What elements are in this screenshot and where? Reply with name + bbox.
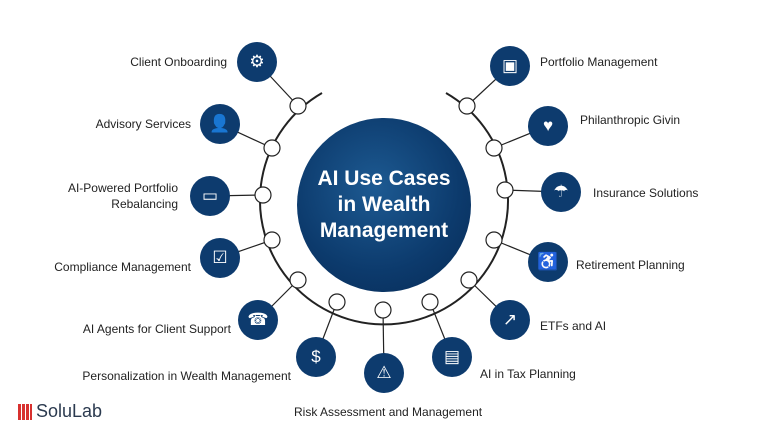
connector-node bbox=[485, 139, 503, 157]
donation-icon: ♥ bbox=[528, 106, 568, 146]
users-gear-icon: ⚙ bbox=[237, 42, 277, 82]
use-case-label: Risk Assessment and Management bbox=[294, 405, 483, 419]
connector-node bbox=[496, 181, 514, 199]
connector-node bbox=[421, 293, 439, 311]
advisor-icon: 👤 bbox=[200, 104, 240, 144]
connector-node bbox=[263, 231, 281, 249]
logo-mark-icon bbox=[18, 403, 32, 420]
use-case-label: Insurance Solutions bbox=[593, 186, 699, 200]
use-case-label: AI-Powered Portfolio Rebalancing bbox=[67, 181, 178, 211]
use-case-label: Portfolio Management bbox=[540, 55, 658, 69]
hand-money-icon: $ bbox=[296, 337, 336, 377]
use-case-label: Retirement Planning bbox=[576, 258, 685, 272]
folder-icon: ▭ bbox=[190, 176, 230, 216]
connector-node bbox=[289, 271, 307, 289]
use-case-label: Philanthropic Givin bbox=[580, 113, 681, 127]
use-case-label: AI Agents for Client Support bbox=[82, 322, 231, 336]
connector-node bbox=[485, 231, 503, 249]
tax-document-icon: ▤ bbox=[432, 337, 472, 377]
portfolio-icon: ▣ bbox=[490, 46, 530, 86]
umbrella-icon: ☂ bbox=[541, 172, 581, 212]
chart-hand-icon: ↗ bbox=[490, 300, 530, 340]
risk-document-icon: ⚠ bbox=[364, 353, 404, 393]
diagram-title: AI Use Cases in Wealth Management bbox=[317, 167, 451, 242]
use-case-label: ETFs and AI bbox=[540, 319, 607, 333]
central-title-circle: AI Use Cases in Wealth Management bbox=[297, 118, 471, 292]
use-case-label: Client Onboarding bbox=[130, 55, 227, 69]
connector-node bbox=[460, 271, 478, 289]
connector-node bbox=[254, 186, 272, 204]
logo-text: SoluLab bbox=[36, 401, 103, 421]
use-case-label: Compliance Management bbox=[54, 260, 191, 274]
solulab-logo: SoluLab bbox=[18, 401, 102, 422]
checklist-icon: ☑ bbox=[200, 238, 240, 278]
connector-node bbox=[289, 97, 307, 115]
use-case-label: Personalization in Wealth Management bbox=[82, 369, 291, 383]
connector-node bbox=[458, 97, 476, 115]
use-case-label: AI in Tax Planning bbox=[480, 367, 576, 381]
connector-node bbox=[263, 139, 281, 157]
rocking-chair-icon: ♿ bbox=[528, 242, 568, 282]
connector-node bbox=[374, 301, 392, 319]
connector-node bbox=[328, 293, 346, 311]
use-case-label: Advisory Services bbox=[95, 117, 191, 131]
support-agent-icon: ☎ bbox=[238, 300, 278, 340]
